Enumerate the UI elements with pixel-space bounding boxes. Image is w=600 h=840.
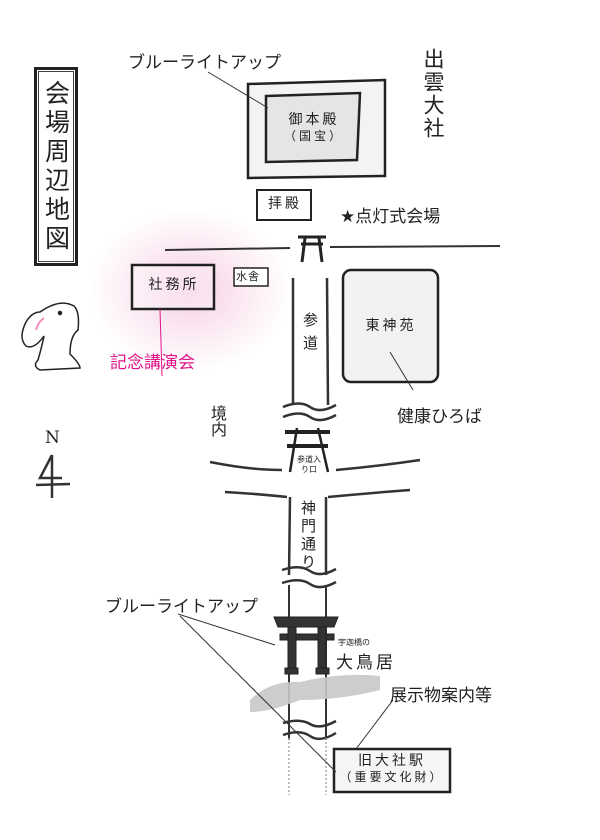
- map-title-box: 会場周辺地図: [34, 67, 78, 266]
- higashi-shinen-label: 東神苑: [365, 318, 417, 334]
- keidai-label: 境内: [208, 405, 227, 437]
- old-station-label: 旧大社駅 （重要文化財）: [336, 753, 448, 784]
- callout-blue-lightup-top: ブルーライトアップ: [128, 53, 281, 73]
- honden-compound: [246, 78, 387, 180]
- map-title: 会場周辺地図: [41, 79, 71, 254]
- higashi-shinen-box: [341, 268, 440, 384]
- honden-label: 御本殿 （国宝）: [272, 112, 356, 143]
- sando-label: 参道: [301, 312, 319, 358]
- haiden-box: [256, 189, 312, 221]
- ground-wash: [250, 674, 380, 712]
- torii-prefix-label: 宇迦橋の: [338, 638, 370, 647]
- shinmon-dori-label: 神門通り: [299, 500, 317, 572]
- torii-name-label: 大鳥居: [336, 653, 396, 673]
- road-line: [164, 247, 291, 251]
- chozuya-box: [233, 267, 269, 287]
- old-station-name: 旧大社駅: [358, 753, 426, 769]
- event-highlight-glow: [90, 210, 290, 370]
- leader-line: [177, 613, 276, 646]
- leader-line: [179, 615, 337, 773]
- callout-lighting-ceremony: ★点灯式会場: [340, 207, 441, 227]
- leader-line: [159, 308, 163, 377]
- shamusho-box: [130, 263, 216, 311]
- road-line: [329, 245, 501, 248]
- north-arrow-icon: [35, 454, 71, 498]
- chozuya-label: 水舎: [236, 270, 260, 283]
- callout-memorial-lecture: 記念講演会: [110, 353, 195, 373]
- honden-name: 御本殿: [288, 112, 340, 128]
- haiden-label: 拝殿: [268, 196, 302, 212]
- old-station-box: [332, 747, 452, 794]
- leader-line: [207, 71, 269, 109]
- sando-entrance-label: 参道入り口: [297, 455, 321, 474]
- old-station-note: （重要文化財）: [339, 769, 445, 784]
- torii-icon-large: [273, 616, 339, 675]
- rabbit-illustration: [21, 302, 81, 371]
- callout-exhibits: 展示物案内等: [390, 686, 492, 706]
- torii-icon-middle: [285, 427, 330, 473]
- shamusho-label: 社務所: [148, 277, 200, 293]
- leader-line: [389, 351, 414, 391]
- callout-health-plaza: 健康ひろば: [397, 407, 482, 427]
- torii-icon-top: [298, 235, 326, 263]
- shrine-name: 出雲大社: [421, 48, 445, 140]
- honden-note: （国宝）: [283, 128, 344, 143]
- compass-north-label: N: [45, 428, 60, 448]
- leader-line: [355, 699, 394, 750]
- callout-blue-lightup-bottom: ブルーライトアップ: [105, 597, 258, 617]
